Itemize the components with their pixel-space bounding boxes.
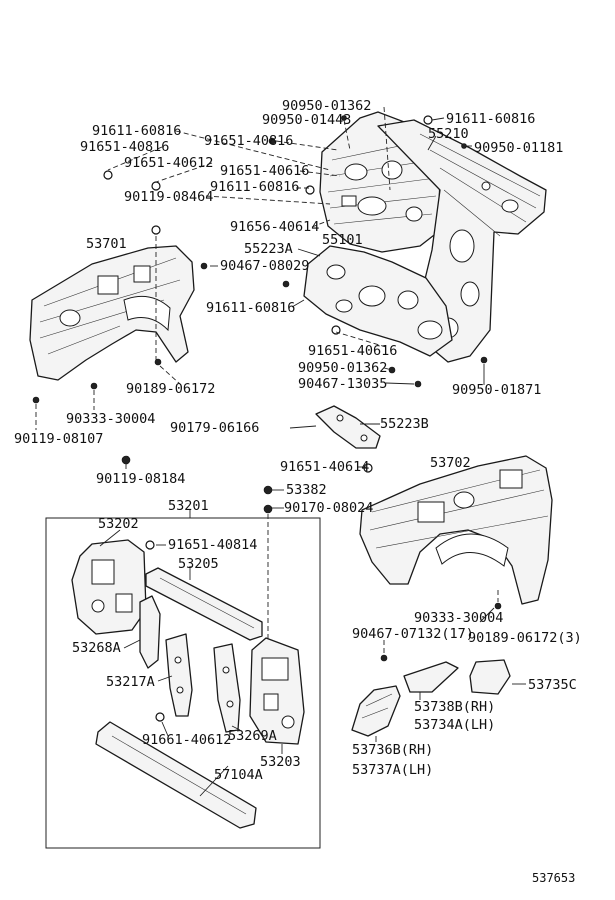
part-53202-radiator-support-left (71, 539, 147, 635)
label-90950-01362-b: 90950-01362 (298, 360, 387, 376)
part-53738B-seal (403, 661, 459, 693)
label-53736B-RH: 53736B(RH) (352, 742, 433, 758)
part-53269A-vertical-member (213, 643, 241, 733)
label-91651-40814: 91651-40814 (168, 537, 257, 553)
label-91651-40616-b: 91651-40616 (308, 343, 397, 359)
label-53738B-RH: 53738B(RH) (414, 699, 495, 715)
leader-lines (35, 106, 526, 797)
diagram-reference-number: 537653 (532, 871, 575, 885)
label-90950-01181: 90950-01181 (474, 140, 563, 156)
label-53734A-LH: 53734A(LH) (414, 717, 495, 733)
label-53202: 53202 (98, 516, 139, 532)
label-53205: 53205 (178, 556, 219, 572)
label-90189-06172: 90189-06172 (126, 381, 215, 397)
label-91611-60816-a: 91611-60816 (446, 111, 535, 127)
label-91651-40612: 91651-40612 (124, 155, 213, 171)
part-53217A-vertical-member (165, 633, 193, 717)
label-90119-08184: 90119-08184 (96, 471, 185, 487)
label-91651-40816-a: 91651-40816 (204, 133, 293, 149)
fasteners (32, 115, 502, 722)
label-91611-60816-b: 91611-60816 (92, 123, 181, 139)
label-90950-01871: 90950-01871 (452, 382, 541, 398)
label-90333-30004-b: 90333-30004 (414, 610, 503, 626)
label-91611-60816-c: 91611-60816 (210, 179, 299, 195)
part-55223A-insulator (303, 245, 453, 357)
part-55223B-brace (315, 405, 381, 449)
part-55210-cowl-panel (377, 119, 547, 363)
label-53269A: 53269A (228, 728, 277, 744)
label-53735C: 53735C (528, 677, 577, 693)
label-55223B: 55223B (380, 416, 429, 432)
label-57104A: 57104A (214, 767, 263, 783)
part-53701-fender-apron-left (29, 245, 195, 381)
part-labels: 90950-01362 90950-01443 91611-60816 5521… (14, 98, 582, 885)
label-53382: 53382 (286, 482, 327, 498)
group-box-53201 (45, 517, 321, 849)
label-91651-40614: 91651-40614 (280, 459, 369, 475)
label-90467-13035: 90467-13035 (298, 376, 387, 392)
label-91611-60816-d: 91611-60816 (206, 300, 295, 316)
label-53737A-LH: 53737A(LH) (352, 762, 433, 778)
label-53702: 53702 (430, 455, 471, 471)
label-91651-40616-a: 91651-40616 (220, 163, 309, 179)
part-53268A-side-brace (139, 595, 161, 669)
part-57104A-lower-crossmember (95, 721, 257, 829)
label-90950-01362-a: 90950-01362 (282, 98, 371, 114)
label-53203: 53203 (260, 754, 301, 770)
label-90179-06166: 90179-06166 (170, 420, 259, 436)
label-90170-08024: 90170-08024 (284, 500, 373, 516)
part-53736B-seal (351, 685, 401, 737)
label-53217A: 53217A (106, 674, 155, 690)
label-53701: 53701 (86, 236, 127, 252)
label-55101: 55101 (322, 232, 363, 248)
part-53735C-seal (469, 659, 511, 695)
label-90189-06172-3: 90189-06172(3) (468, 630, 582, 646)
part-53702-fender-apron-right (359, 455, 553, 605)
part-53203-radiator-support-right (249, 637, 305, 745)
label-53201: 53201 (168, 498, 209, 514)
label-91656-40614: 91656-40614 (230, 219, 319, 235)
label-90333-30004-a: 90333-30004 (66, 411, 155, 427)
label-90467-07132: 90467-07132(17) (352, 626, 474, 642)
label-90950-01443: 90950-01443 (262, 112, 351, 128)
label-55210: 55210 (428, 126, 469, 142)
label-90119-08107: 90119-08107 (14, 431, 103, 447)
part-53205-upper-crossmember (145, 567, 263, 641)
label-53268A: 53268A (72, 640, 121, 656)
label-90119-08464: 90119-08464 (124, 189, 213, 205)
label-90467-08029: 90467-08029 (220, 258, 309, 274)
label-91651-40816-b: 91651-40816 (80, 139, 169, 155)
label-55223A: 55223A (244, 241, 293, 257)
label-91661-40612: 91661-40612 (142, 732, 231, 748)
